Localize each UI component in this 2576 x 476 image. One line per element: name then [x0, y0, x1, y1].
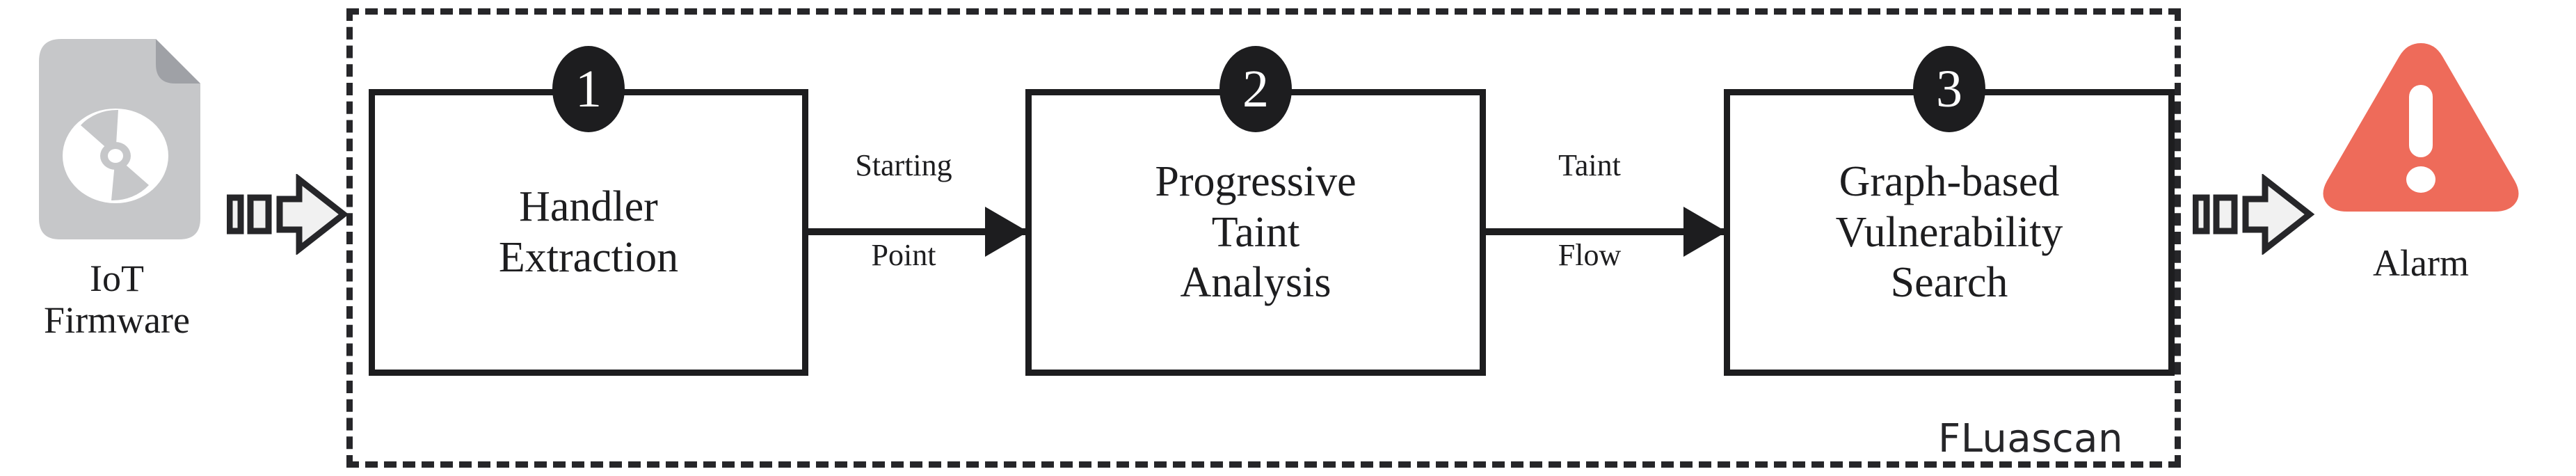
- connector-1-label-below: Point: [871, 238, 936, 272]
- stage-2-title-line2: Taint: [1211, 208, 1300, 256]
- alarm-label: Alarm: [2373, 242, 2469, 284]
- connector-2-label-above: Taint: [1558, 148, 1621, 182]
- stage-box-1-title: Handler Extraction: [489, 182, 688, 283]
- firmware-file-disc-icon: [26, 36, 216, 242]
- step-badge-2: 2: [1219, 46, 1292, 132]
- stage-1-title-line1: Handler: [519, 183, 658, 231]
- connector-2-label-below: Flow: [1558, 238, 1622, 272]
- stage-box-2-title: Progressive Taint Analysis: [1145, 157, 1366, 308]
- stage-box-graph-based-vulnerability-search[interactable]: Graph-based Vulnerability Search: [1724, 89, 2175, 376]
- iot-firmware-label: IoT Firmware: [13, 257, 221, 342]
- connector-1-line: [808, 228, 1027, 235]
- stage-3-title-line2: Vulnerability: [1835, 208, 2063, 256]
- connector-taint-flow: Taint Flow: [1486, 143, 1727, 324]
- connector-1-arrowhead-icon: [985, 207, 1028, 257]
- alarm-output: Alarm: [2317, 33, 2532, 451]
- fluascan-system-boundary: FLuascan: [346, 8, 2181, 468]
- connector-starting-point: Starting Point: [808, 143, 1028, 324]
- output-motion-arrow-icon: [2193, 174, 2315, 255]
- stage-2-title-line3: Analysis: [1180, 259, 1331, 307]
- connector-1-label-above: Starting: [855, 148, 952, 182]
- stage-1-title-line2: Extraction: [498, 234, 679, 281]
- system-name-label: FLuascan: [1937, 416, 2123, 461]
- stage-3-title-line1: Graph-based: [1839, 158, 2060, 206]
- stage-2-title-line1: Progressive: [1155, 158, 1357, 206]
- firmware-label-line1: IoT: [90, 257, 144, 299]
- connector-2-arrowhead-icon: [1683, 207, 1727, 257]
- firmware-label-line2: Firmware: [44, 299, 190, 342]
- iot-firmware-input: IoT Firmware: [13, 36, 228, 454]
- alarm-warning-triangle-icon: [2317, 33, 2525, 220]
- input-motion-arrow-icon: [227, 174, 349, 255]
- stage-box-3-title: Graph-based Vulnerability Search: [1826, 157, 2073, 308]
- step-badge-3: 3: [1913, 46, 1985, 132]
- stage-box-handler-extraction[interactable]: Handler Extraction: [369, 89, 808, 376]
- step-badge-1: 1: [552, 46, 625, 132]
- connector-2-line: [1486, 228, 1725, 235]
- stage-3-title-line3: Search: [1890, 259, 2008, 307]
